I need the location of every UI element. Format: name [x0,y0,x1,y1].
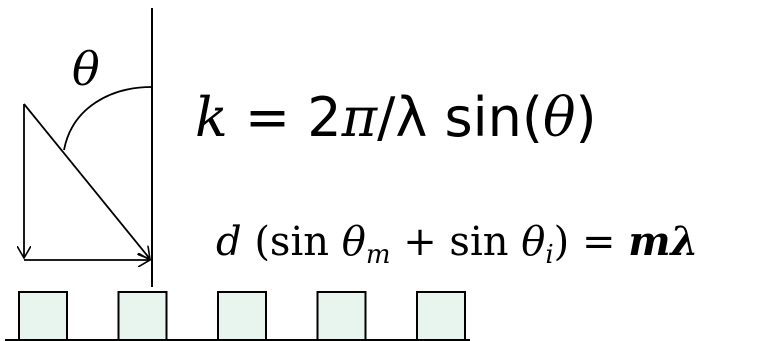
grating-open-sin: (sin [242,219,342,265]
grating-element [316,291,367,341]
grating-theta-i: θ [521,219,545,265]
k-slash: / [377,86,396,149]
grating-sub-m: m [366,240,391,270]
grating-d: d [216,219,242,265]
grating-theta-m: θ [342,219,366,265]
k-symbol: k [195,86,228,149]
grating [18,291,466,341]
wave-vector-arrow [23,103,150,259]
k-sin-open: sin( [427,86,543,149]
grating-close-equals: ) = [554,219,629,265]
k-pi: π [341,86,379,149]
angle-arc [63,86,153,151]
grating-element [416,291,466,341]
grating-element [18,291,68,341]
grating-element [117,291,168,341]
k-lambda: λ [395,86,427,149]
grating-plus-sin: + sin [390,219,521,265]
k-theta: θ [543,86,576,149]
k-equation: k = 2π/λ sin(θ) [195,86,597,149]
grating-element [217,291,267,341]
angle-theta-label: θ [72,42,100,96]
k-close-paren: ) [575,86,596,149]
grating-sub-i: i [545,240,553,270]
grating-equation: d (sin θm + sin θi) = mλ [216,218,699,270]
grating-lambda: λ [669,218,699,265]
grating-m: m [628,218,670,265]
k-equals-two: = 2 [228,86,342,149]
